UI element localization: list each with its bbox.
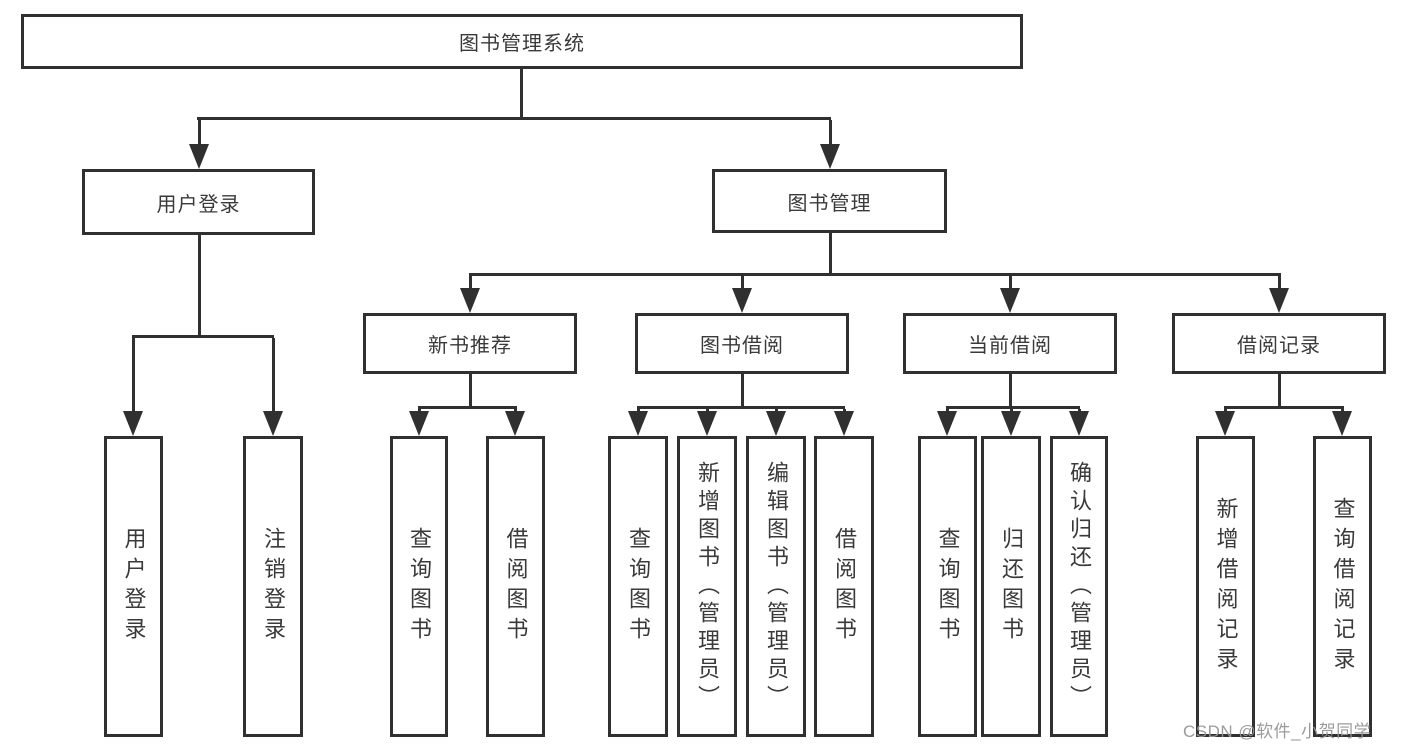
node-book-mgmt-label: 图书管理 <box>787 192 872 215</box>
connector-drop-new-book-rec <box>469 276 472 289</box>
arrowhead-confirm-return <box>1069 411 1089 436</box>
node-root-label: 图书管理系统 <box>459 33 585 55</box>
connector-book-borrow-stem <box>741 374 744 407</box>
node-book-mgmt: 图书管理 <box>712 169 947 233</box>
connector-new-book-rec-distributor <box>418 406 517 409</box>
arrowhead-borrow-record <box>1269 288 1289 313</box>
node-user-login: 用户登录 <box>82 169 315 235</box>
arrowhead-edit-book <box>766 411 786 436</box>
leaf-add-record-label: 新增借阅记录 <box>1213 496 1239 677</box>
leaf-borrow-book-a: 借阅图书 <box>486 436 545 737</box>
leaf-borrow-book-a-label: 借阅图书 <box>503 526 529 647</box>
connector-drop-leaf-user-login <box>132 338 135 412</box>
connector-l2-distributor <box>197 117 831 120</box>
leaf-add-record: 新增借阅记录 <box>1196 436 1255 737</box>
leaf-borrow-book-b: 借阅图书 <box>814 436 874 737</box>
arrowhead-book-mgmt <box>820 144 840 169</box>
arrowhead-add-record <box>1215 411 1235 436</box>
leaf-return-book: 归还图书 <box>981 436 1041 737</box>
leaf-logout-label: 注销登录 <box>261 526 286 647</box>
leaf-query-book-a: 查询图书 <box>390 436 448 737</box>
csdn-watermark: CSDN @软件_小贺同学 <box>1183 722 1372 741</box>
node-user-login-label: 用户登录 <box>156 193 241 216</box>
leaf-add-book-label: 新增图书（管理员） <box>695 460 720 713</box>
node-book-borrow-label: 图书借阅 <box>700 335 784 357</box>
connector-borrow-record-stem <box>1278 374 1281 407</box>
connector-current-borrow-distributor <box>946 406 1080 409</box>
connector-drop-leaf-logout <box>272 338 275 412</box>
arrowhead-leaf-user-login <box>123 411 143 436</box>
connector-drop-borrow-record <box>1278 276 1281 289</box>
arrowhead-return-book <box>1001 411 1021 436</box>
leaf-query-book-c-label: 查询图书 <box>935 526 961 647</box>
node-current-borrow-label: 当前借阅 <box>968 335 1052 357</box>
connector-new-book-rec-stem <box>469 374 472 407</box>
connector-drop-current-borrow <box>1009 276 1012 289</box>
leaf-query-record: 查询借阅记录 <box>1313 436 1372 737</box>
arrowhead-borrow-b <box>834 411 854 436</box>
leaf-query-record-label: 查询借阅记录 <box>1330 496 1356 677</box>
leaf-query-book-b: 查询图书 <box>608 436 668 737</box>
leaf-edit-book-label: 编辑图书（管理员） <box>764 460 789 713</box>
connector-borrow-record-distributor <box>1224 406 1344 409</box>
leaf-edit-book: 编辑图书（管理员） <box>746 436 806 737</box>
connector-drop-user-login <box>198 120 201 146</box>
leaf-return-book-label: 归还图书 <box>999 526 1024 647</box>
node-new-book-rec-label: 新书推荐 <box>428 335 512 357</box>
node-root: 图书管理系统 <box>21 14 1023 69</box>
connector-user-login-distributor <box>132 335 274 338</box>
arrowhead-add-book <box>697 411 717 436</box>
connector-drop-book-mgmt <box>829 120 832 146</box>
arrowhead-current-borrow <box>1000 288 1020 313</box>
node-borrow-record-label: 借阅记录 <box>1237 335 1321 357</box>
leaf-query-book-a-label: 查询图书 <box>407 526 432 647</box>
node-new-book-rec: 新书推荐 <box>363 313 577 374</box>
arrowhead-book-borrow <box>732 288 752 313</box>
connector-user-login-stem <box>198 235 201 335</box>
leaf-confirm-return: 确认归还（管理员） <box>1050 436 1108 737</box>
leaf-borrow-book-b-label: 借阅图书 <box>832 526 857 647</box>
connector-root-stem <box>520 69 523 117</box>
arrowhead-leaf-logout <box>263 411 283 436</box>
leaf-logout: 注销登录 <box>243 436 303 737</box>
leaf-user-login-label: 用户登录 <box>121 526 147 647</box>
connector-l3-distributor <box>469 273 1281 276</box>
connector-current-borrow-stem <box>1009 374 1012 407</box>
node-borrow-record: 借阅记录 <box>1172 313 1386 374</box>
leaf-confirm-return-label: 确认归还（管理员） <box>1067 460 1092 713</box>
leaf-user-login: 用户登录 <box>104 436 163 737</box>
arrowhead-new-book-rec <box>460 288 480 313</box>
leaf-add-book: 新增图书（管理员） <box>677 436 737 737</box>
leaf-query-book-b-label: 查询图书 <box>626 526 651 647</box>
connector-book-borrow-distributor <box>637 406 845 409</box>
connector-drop-book-borrow <box>741 276 744 289</box>
arrowhead-query-a <box>409 411 429 436</box>
arrowhead-borrow-a <box>505 411 525 436</box>
node-current-borrow: 当前借阅 <box>903 313 1117 374</box>
arrowhead-query-c <box>937 411 957 436</box>
arrowhead-user-login <box>189 144 209 169</box>
connector-book-mgmt-stem <box>829 233 832 276</box>
leaf-query-book-c: 查询图书 <box>918 436 977 737</box>
arrowhead-query-record <box>1332 411 1352 436</box>
node-book-borrow: 图书借阅 <box>635 313 849 374</box>
arrowhead-query-b <box>628 411 648 436</box>
